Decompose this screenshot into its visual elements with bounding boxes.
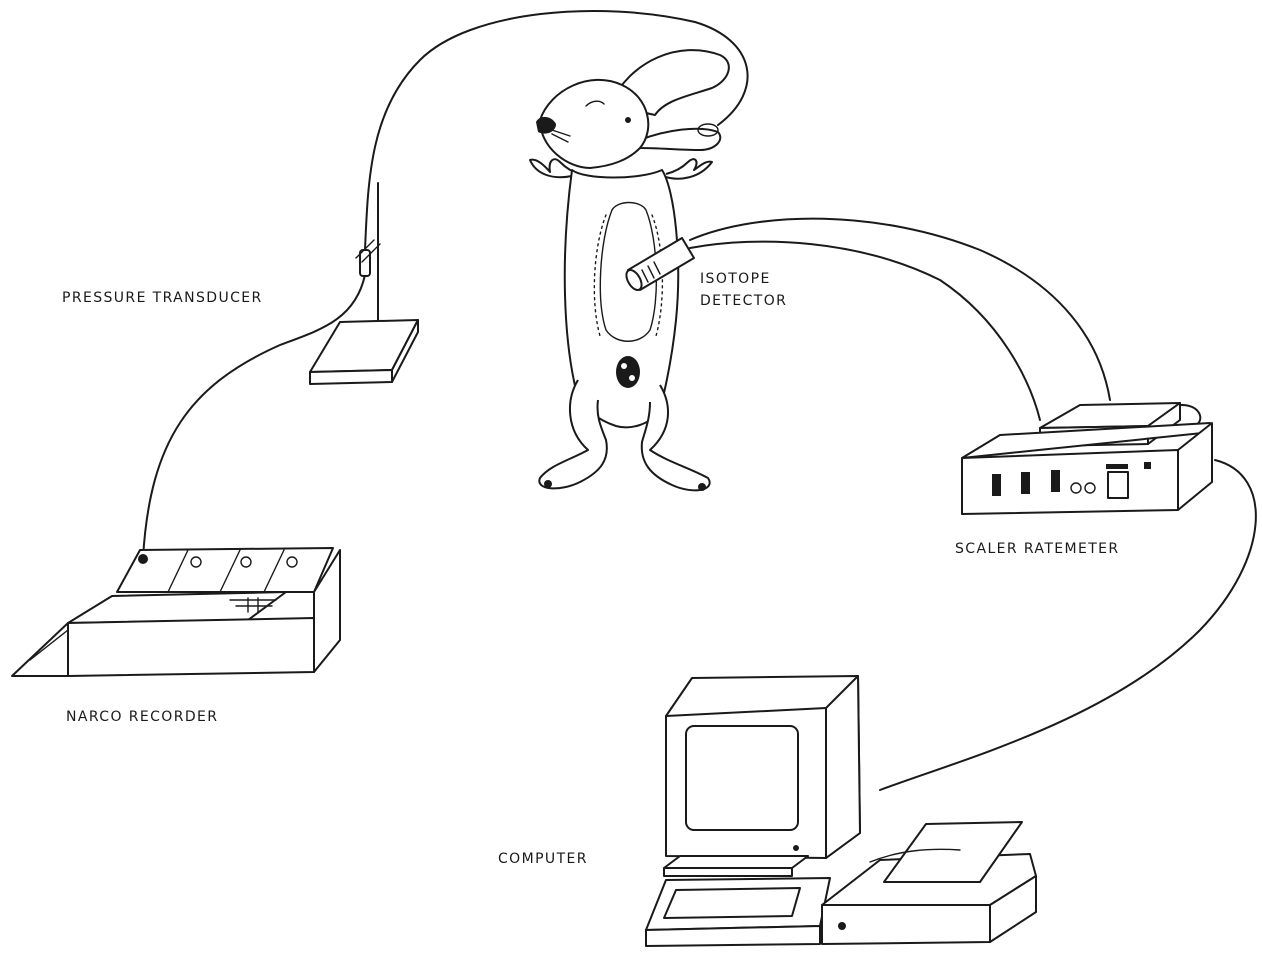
pressure-transducer-stand bbox=[309, 182, 419, 385]
scaler-ratemeter-device bbox=[961, 402, 1213, 515]
cable-transducer-to-recorder bbox=[142, 274, 366, 559]
label-narco-recorder: NARCO RECORDER bbox=[66, 709, 219, 725]
narco-recorder-device bbox=[11, 547, 341, 677]
label-scaler-ratemeter: SCALER RATEMETER bbox=[955, 541, 1120, 557]
cable-ear-to-transducer bbox=[364, 9, 749, 251]
computer-device bbox=[645, 675, 1037, 947]
cable-scaler-to-computer bbox=[879, 459, 1257, 791]
rabbit-illustration bbox=[529, 49, 730, 492]
cable-detector-to-scaler-a bbox=[689, 217, 1111, 401]
label-computer: COMPUTER bbox=[498, 851, 588, 867]
cable-detector-to-scaler-b bbox=[689, 240, 1041, 421]
label-isotope-detector-line2: DETECTOR bbox=[700, 293, 788, 309]
cables bbox=[142, 9, 1257, 791]
isotope-detector-probe bbox=[625, 237, 695, 291]
label-pressure-transducer: PRESSURE TRANSDUCER bbox=[62, 290, 263, 306]
label-isotope-detector-line1: ISOTOPE bbox=[700, 271, 771, 287]
